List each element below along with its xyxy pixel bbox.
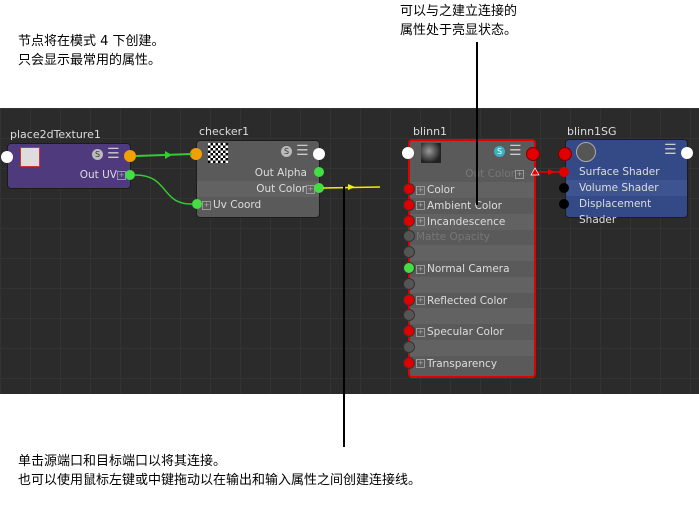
blinn-attr-row: Matte Opacity xyxy=(416,231,490,244)
blinn-input-port[interactable] xyxy=(403,214,415,227)
place2d-input-port[interactable] xyxy=(1,151,13,163)
blinn-input-port[interactable] xyxy=(403,262,415,274)
place2d-texture-icon xyxy=(20,147,40,167)
blinn-input-port[interactable] xyxy=(402,147,414,159)
blinn-input-port[interactable] xyxy=(403,277,415,290)
expand-icon[interactable]: + xyxy=(416,264,425,274)
out-color-port[interactable] xyxy=(314,183,324,193)
blinn-node[interactable]: S ☰ Out Color+ +Color+Ambient Color+Inca… xyxy=(408,139,536,378)
blinn-input-port[interactable] xyxy=(403,356,415,369)
blinn-input-port[interactable] xyxy=(403,341,415,353)
note-line: 属性处于亮显状态。 xyxy=(400,23,518,38)
menu-lines-icon[interactable]: ☰ xyxy=(107,146,120,162)
note-line: 节点将在模式 4 下创建。 xyxy=(18,34,165,49)
node-editor-canvas[interactable]: place2dTexture1 S ☰ Out UV+ checker1 S ☰… xyxy=(0,108,699,394)
expand-icon[interactable]: + xyxy=(416,185,425,195)
menu-lines-icon[interactable]: ☰ xyxy=(509,143,522,159)
blinn-attr-row: +Normal Camera xyxy=(416,263,510,275)
blinn-attr-row: +Color xyxy=(410,182,534,198)
checker-title: checker1 xyxy=(199,125,250,138)
warning-icon xyxy=(530,167,540,176)
blinn-title: blinn1 xyxy=(413,125,448,138)
blinn-attr-row: +Ambient Color xyxy=(416,199,502,212)
port-label-out-alpha: Out Alpha xyxy=(254,167,307,179)
place2d-output-port[interactable] xyxy=(124,150,136,162)
port-label-uv-coord: +Uv Coord xyxy=(202,199,262,211)
arrow-icon xyxy=(348,184,355,190)
checker-input-port[interactable] xyxy=(190,148,202,160)
connection-uv xyxy=(134,174,194,205)
arrow-icon xyxy=(548,169,555,175)
blinn-attr-row xyxy=(410,308,534,325)
shading-group-icon xyxy=(576,142,596,162)
expand-icon[interactable]: + xyxy=(416,296,425,306)
blinn-input-port[interactable] xyxy=(403,309,415,322)
arrow-icon xyxy=(165,151,172,159)
swatch-s-icon[interactable]: S xyxy=(494,146,505,157)
port-label-surface-shader: Surface Shader xyxy=(579,166,660,178)
menu-lines-icon[interactable]: ☰ xyxy=(664,142,677,158)
expand-icon[interactable]: + xyxy=(416,217,425,227)
expand-icon[interactable]: + xyxy=(416,359,425,369)
blinn-input-port[interactable] xyxy=(403,325,415,338)
connections xyxy=(134,151,560,205)
blinn-input-port[interactable] xyxy=(403,230,415,243)
blinn-input-port[interactable] xyxy=(403,293,415,306)
expand-icon[interactable]: + xyxy=(515,169,524,179)
place2d-node[interactable]: S ☰ Out UV+ xyxy=(7,143,131,189)
sg-title: blinn1SG xyxy=(567,125,617,138)
annotation-bottom: 单击源端口和目标端口以将其连接。 也可以使用鼠标左键或中键拖动以在输出和输入属性… xyxy=(18,452,421,490)
blinn-attr-row: +Reflected Color xyxy=(416,294,508,307)
expand-icon[interactable]: + xyxy=(202,200,211,210)
checker-icon xyxy=(208,143,228,163)
expand-icon[interactable]: + xyxy=(416,327,425,337)
sg-output-port[interactable] xyxy=(681,147,693,159)
checker-node[interactable]: S ☰ Out Alpha Out Color+ +Uv Coord xyxy=(196,140,320,218)
out-uv-port[interactable] xyxy=(125,170,135,180)
port-label-displacement-shader: Displacement Shader xyxy=(579,198,652,226)
sg-input-port[interactable] xyxy=(558,147,572,161)
menu-lines-icon[interactable]: ☰ xyxy=(296,143,309,159)
note-line: 也可以使用鼠标左键或中键拖动以在输出和输入属性之间创建连接线。 xyxy=(18,473,422,488)
blinn-attr-row: +Incandescence xyxy=(410,213,534,230)
surface-shader-port[interactable] xyxy=(559,167,569,177)
blinn-attr-row: +Transparency xyxy=(416,357,498,370)
blinn-attr-row xyxy=(410,245,534,262)
sg-node[interactable]: ☰ Surface Shader Volume Shader Displacem… xyxy=(565,139,688,226)
blinn-output-port[interactable] xyxy=(526,147,540,161)
blinn-input-port[interactable] xyxy=(403,198,415,211)
volume-shader-port[interactable] xyxy=(559,183,569,193)
port-label-volume-shader: Volume Shader xyxy=(566,180,687,196)
connection-place2d-checker xyxy=(135,153,193,157)
displacement-shader-port[interactable] xyxy=(559,199,569,209)
blinn-attr-row xyxy=(410,276,534,293)
blinn-attr-row xyxy=(410,340,534,356)
annotation-top-left: 节点将在模式 4 下创建。 只会显示最常用的属性。 xyxy=(18,32,165,70)
swatch-s-icon[interactable]: S xyxy=(281,146,292,157)
checker-output-port[interactable] xyxy=(313,148,325,160)
blinn-sphere-icon xyxy=(421,143,441,163)
uv-coord-port[interactable] xyxy=(192,199,202,209)
note-line: 单击源端口和目标端口以将其连接。 xyxy=(18,454,227,469)
annotation-top-right: 可以与之建立连接的 属性处于亮显状态。 xyxy=(400,2,517,40)
blinn-input-port[interactable] xyxy=(403,246,415,259)
out-alpha-port[interactable] xyxy=(314,167,324,177)
blinn-attr-row: +Specular Color xyxy=(416,326,504,339)
note-line: 可以与之建立连接的 xyxy=(400,4,518,19)
swatch-s-icon[interactable]: S xyxy=(92,149,103,160)
note-line: 只会显示最常用的属性。 xyxy=(18,53,162,68)
place2d-title: place2dTexture1 xyxy=(10,128,101,141)
expand-icon[interactable]: + xyxy=(416,201,425,211)
port-label-out-color: Out Color+ xyxy=(197,181,319,197)
blinn-input-port[interactable] xyxy=(403,183,415,195)
